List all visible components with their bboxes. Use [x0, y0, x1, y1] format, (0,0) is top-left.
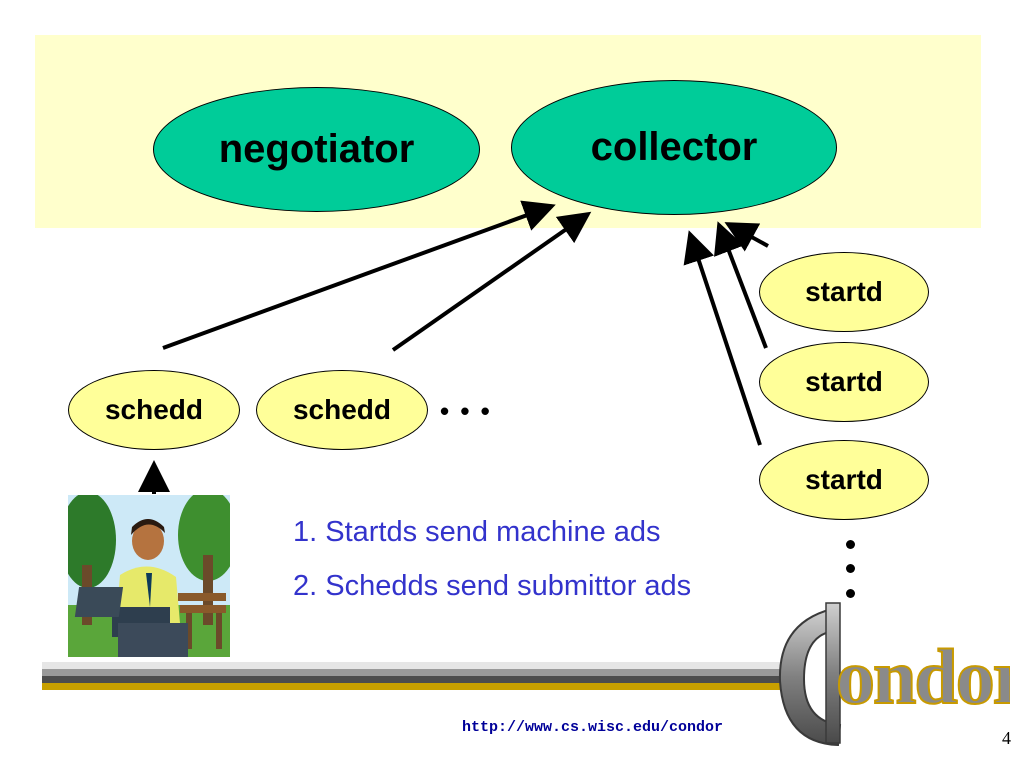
steps-list: 1. Startds send machine ads 2. Schedds s…	[293, 505, 691, 613]
schedd-ellipsis: • • •	[440, 396, 492, 426]
arrow-schedd1-to-collector	[162, 200, 556, 350]
arrow-startd3-to-collector	[683, 230, 762, 446]
condor-logo: ondor	[778, 602, 1010, 747]
negotiator-label: negotiator	[218, 127, 415, 171]
schedd-node-2: schedd	[256, 370, 428, 450]
startd-node-3: startd	[759, 440, 929, 520]
startd-node-1: startd	[759, 252, 929, 332]
user-at-laptop-clipart	[68, 495, 230, 657]
startd-node-2: startd	[759, 342, 929, 422]
collector-label: collector	[590, 125, 758, 169]
startd-label-3: startd	[805, 464, 883, 495]
step-2: 2. Schedds send submittor ads	[293, 570, 692, 602]
page-number: 4	[1002, 728, 1011, 748]
footer-bar	[42, 662, 782, 690]
startd-label-1: startd	[805, 276, 883, 307]
footer-url[interactable]: http://www.cs.wisc.edu/condor	[462, 719, 724, 736]
collector-node: collector	[511, 80, 837, 215]
arrow-startd2-to-collector	[714, 221, 768, 349]
startd-more-dot-2	[846, 564, 855, 573]
condor-logo-text: ondor	[836, 633, 1010, 720]
startd-more-dot-3	[846, 589, 855, 598]
startd-more-dot-1	[846, 540, 855, 549]
schedd-label-2: schedd	[292, 394, 392, 425]
schedd-label-1: schedd	[104, 394, 204, 425]
step-1: 1. Startds send machine ads	[293, 516, 661, 548]
schedd-node-1: schedd	[68, 370, 240, 450]
arrow-schedd2-to-collector	[391, 211, 592, 352]
negotiator-node: negotiator	[153, 87, 480, 212]
arrow-startd1-to-collector	[724, 222, 769, 252]
startd-label-2: startd	[805, 366, 883, 397]
